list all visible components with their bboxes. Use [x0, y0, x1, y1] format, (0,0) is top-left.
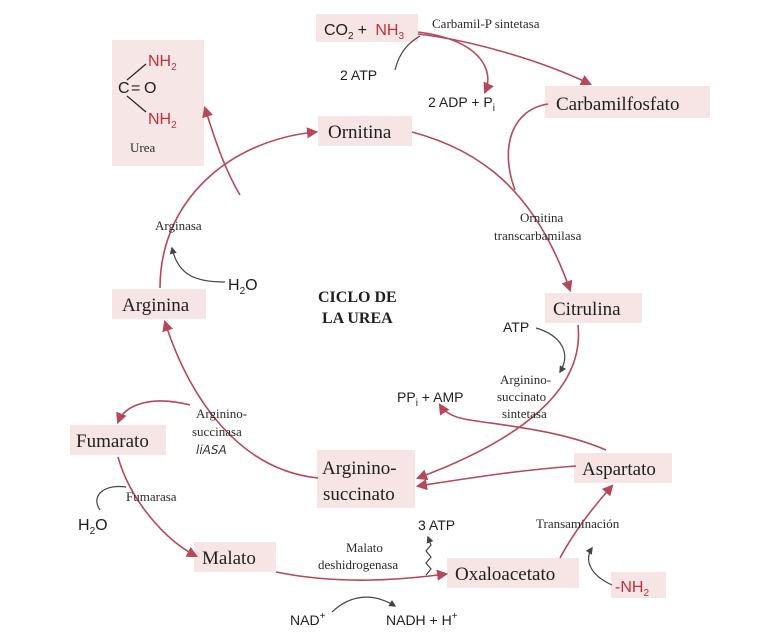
arrow-aspartato-to-argininosuccinato	[415, 465, 577, 491]
enzyme-ornitina-transcarbamilasa-2: transcarbamilasa	[494, 228, 582, 243]
argininosuccinato-box	[317, 450, 415, 508]
enzyme-transaminacion: Transaminación	[536, 516, 620, 531]
node-arginina: Arginina	[122, 295, 190, 316]
arrow-atp-join	[394, 35, 421, 71]
cofactor-ppi-amp: PPi + AMP	[397, 389, 463, 409]
arrow-co2-to-carbamilfosfato	[417, 33, 593, 86]
urea-nh2-bottom: NH2	[148, 111, 177, 131]
arrow-nh2-in	[585, 546, 613, 586]
cofactor-nad: NAD+	[290, 611, 326, 628]
enzyme-arginino-succinasa-hand: liASA	[196, 443, 227, 457]
fumarato-box	[70, 425, 166, 455]
arrow-nad	[331, 596, 397, 613]
carbamilfosfato-box	[545, 86, 710, 118]
arrow-to-fumarato	[116, 400, 191, 425]
arrow-h2o-fumarasa	[96, 485, 127, 511]
enzyme-arginasa: Arginasa	[155, 218, 202, 233]
arrow-malato-to-oxaloacetato	[275, 569, 449, 581]
enzyme-arginino-sintetasa-2: succinato	[497, 389, 546, 404]
enzyme-ornitina-transcarbamilasa-1: Ornitina	[520, 210, 564, 225]
cofactor-h2o-fumarasa: H2O	[78, 517, 108, 537]
cofactor-atp: ATP	[503, 319, 529, 335]
cofactor-2adp: 2 ADP + Pi	[428, 94, 495, 114]
co2-nh3-box	[316, 14, 418, 42]
node-oxaloacetato: Oxaloacetato	[455, 564, 555, 585]
node-ornitina: Ornitina	[328, 122, 392, 143]
urea-o: O	[144, 80, 156, 97]
enzyme-carbamil-p-sintetasa: Carbamil-P sintetasa	[432, 16, 540, 31]
title-line2: LA UREA	[322, 310, 393, 327]
urea-bond-bottom	[126, 95, 147, 113]
node-aspartato: Aspartato	[582, 459, 656, 480]
arrow-co2-to-adp	[417, 31, 494, 95]
enzyme-arginino-sintetasa-3: sintetasa	[502, 406, 547, 421]
arrow-argininosuccinato-to-arginina	[162, 319, 319, 479]
title-line1: CICLO DE	[318, 289, 397, 306]
node-argininosuccinato-2: succinato	[323, 484, 395, 505]
arrow-arginasa-to-urea	[202, 105, 241, 196]
cofactor-nh2: -NH2	[615, 579, 649, 599]
arrow-ppi-out	[438, 403, 607, 451]
arrow-citrulina-to-argininosuccinato	[415, 324, 580, 481]
urea-eq: =	[131, 80, 140, 97]
arrow-arginina-to-ornitina	[159, 127, 319, 289]
oxaloacetato-box	[447, 558, 579, 588]
ornitina-box	[318, 116, 412, 146]
urea-nh2-top: NH2	[148, 53, 177, 73]
co2-label: CO2+ NH3	[324, 22, 404, 42]
malato-box	[194, 542, 276, 572]
nh2-box	[611, 572, 666, 598]
urea-box	[112, 40, 204, 166]
urea-bond-top	[126, 63, 147, 81]
aspartato-box	[574, 453, 672, 483]
enzyme-fumarasa: Fumarasa	[126, 489, 177, 504]
node-argininosuccinato-1: Arginino-	[322, 458, 397, 479]
enzyme-arginino-succinasa-2: succinasa	[192, 424, 242, 439]
arrow-fumarato-to-malato	[117, 456, 198, 558]
citrulina-box	[545, 293, 642, 323]
arrow-h2o-in	[169, 246, 226, 283]
arginina-box	[112, 289, 206, 319]
urea-c: C	[118, 80, 130, 97]
node-fumarato: Fumarato	[76, 431, 149, 452]
cofactor-nadh: NADH + H+	[386, 611, 458, 628]
node-citrulina: Citrulina	[553, 299, 621, 320]
cofactor-2atp: 2 ATP	[340, 67, 377, 83]
cofactor-h2o-arginasa: H2O	[228, 277, 258, 297]
cofactor-3atp: 3 ATP	[418, 517, 455, 533]
arrow-oxaloacetato-to-aspartato	[559, 484, 614, 559]
arrow-carbamilfosfato-to-ornitina-branch	[507, 103, 549, 191]
node-carbamilfosfato: Carbamilfosfato	[556, 94, 679, 115]
enzyme-arginino-sintetasa-1: Arginino-	[500, 372, 551, 387]
node-malato: Malato	[202, 548, 256, 569]
enzyme-malato-dh-2: deshidrogenasa	[318, 557, 398, 572]
squiggle-3atp	[425, 535, 434, 576]
urea-label: Urea	[130, 140, 155, 155]
arrow-atp-in	[535, 327, 567, 374]
enzyme-arginino-succinasa-1: Arginino-	[196, 406, 247, 421]
enzyme-malato-dh-1: Malato	[346, 540, 383, 555]
arrow-ornitina-to-citrulina	[411, 131, 573, 293]
